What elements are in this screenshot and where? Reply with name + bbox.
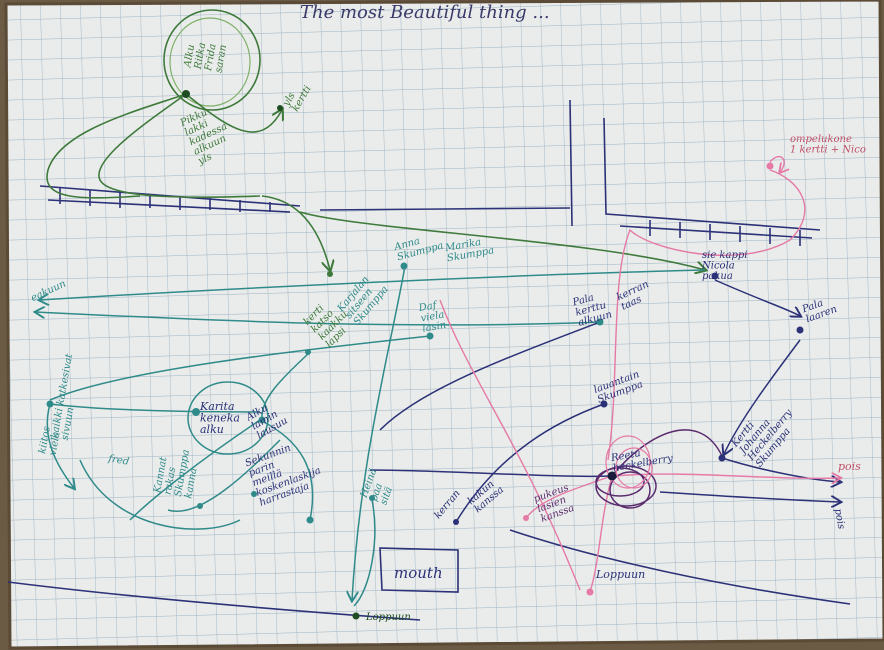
label-daf: Dafvielalasin: [417, 299, 447, 335]
page-title: The most Beautiful thing ...: [300, 2, 550, 23]
label-loppuun-bottom: Loppuun: [365, 612, 411, 623]
mouth-box: mouth: [379, 547, 459, 593]
label-pikku: Pikkulakkikadessaalkuunyls: [178, 102, 238, 168]
paper-shadow: [4, 0, 884, 650]
purple-knot: [595, 429, 723, 509]
labels: AlkuRitkaFridasaran Pikkulakkikadessaalk…: [29, 38, 866, 623]
nodes: [46, 90, 804, 620]
teal-paths: [36, 265, 706, 607]
paper-grid: [6, 0, 884, 648]
label-fred: fred: [107, 453, 130, 468]
pink-knot: [605, 435, 653, 489]
label-pois-top: pois: [838, 460, 861, 473]
karita-circle: [187, 381, 269, 455]
top-loop: [46, 9, 705, 270]
label-pois-bottom: pois: [832, 508, 846, 530]
mouth-label: mouth: [394, 564, 443, 582]
label-loppuun-right: Loppuun: [595, 568, 645, 581]
label-pala-laaren: Palalaaren: [800, 294, 839, 326]
label-kiitos: kiitosviela: [37, 426, 63, 457]
label-top-group: AlkuRitkaFridasaran: [182, 38, 229, 74]
navy-paths: [369, 279, 840, 523]
label-pala-kerttu: Palakerttualkuun: [571, 289, 614, 329]
